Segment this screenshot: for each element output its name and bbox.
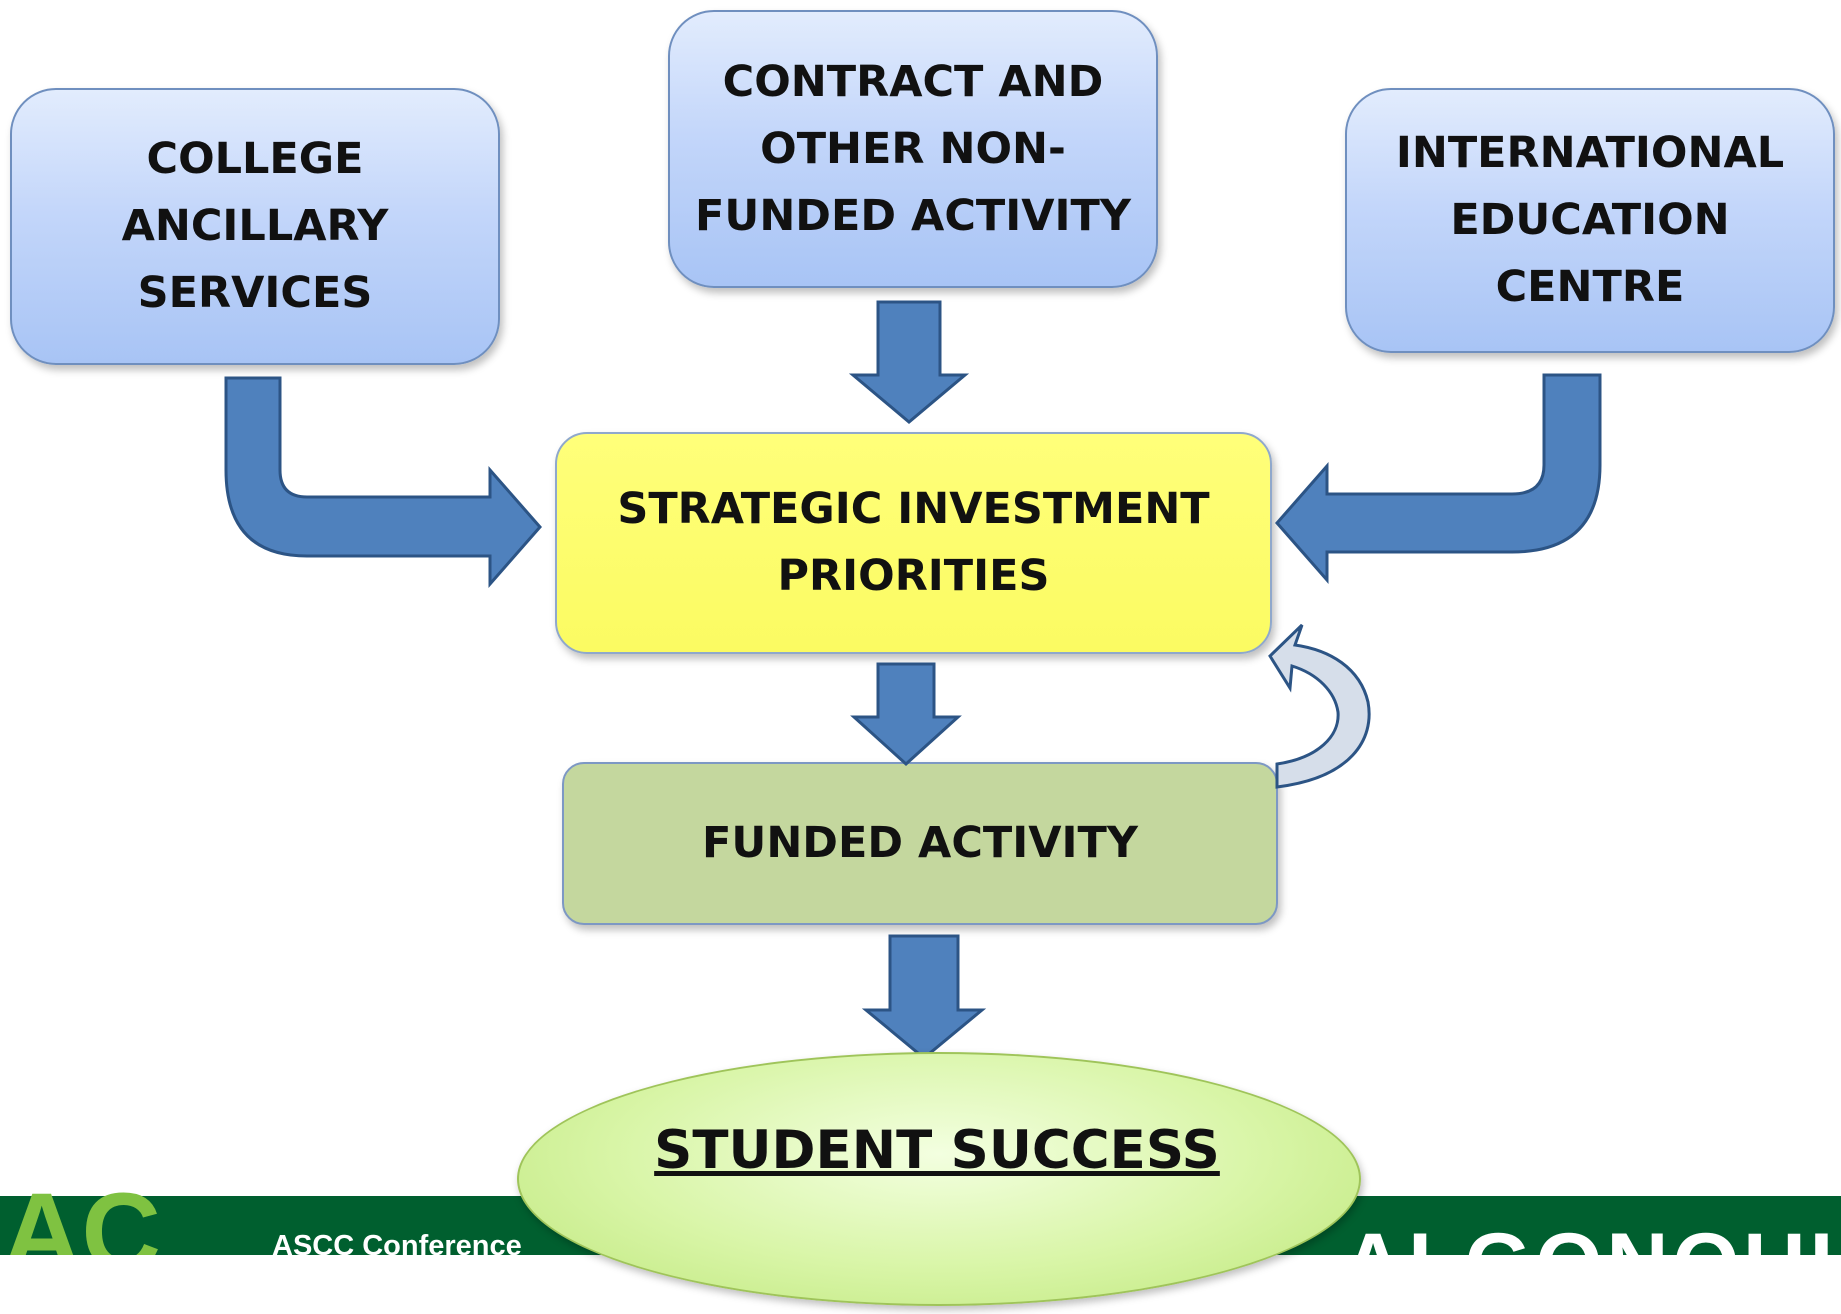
algonquin-logo: ALGONQUIN	[1342, 1216, 1841, 1312]
feedback-loop-arrow	[1268, 623, 1371, 789]
flow-arrows	[224, 300, 1602, 1060]
arrow-strategic-to-funded	[850, 662, 962, 767]
arrow-contract-to-strategic	[848, 300, 970, 424]
arrow-ancillary-to-strategic	[224, 376, 542, 588]
box-funded-activity: FUNDED ACTIVITY	[562, 762, 1278, 925]
conference-label: ASCC Conference	[272, 1230, 522, 1262]
box-label: COLLEGE ANCILLARY SERVICES	[121, 134, 389, 318]
ac-logo-text: AC	[2, 1190, 161, 1255]
box-label: STRATEGIC INVESTMENT PRIORITIES	[617, 484, 1210, 601]
student-success-label: STUDENT SUCCESS	[654, 1120, 1220, 1181]
ascc-ac-logo: AC	[2, 1190, 161, 1255]
box-strategic-investment-priorities: STRATEGIC INVESTMENT PRIORITIES	[555, 432, 1272, 654]
box-contract-non-funded-activity: CONTRACT AND OTHER NON- FUNDED ACTIVITY	[668, 10, 1158, 288]
arrow-international-to-strategic	[1275, 373, 1602, 584]
box-label: FUNDED ACTIVITY	[702, 818, 1138, 868]
box-label: INTERNATIONAL EDUCATION CENTRE	[1395, 128, 1785, 312]
arrow-funded-to-success	[861, 934, 987, 1060]
box-international-education-centre: INTERNATIONAL EDUCATION CENTRE	[1345, 88, 1835, 353]
box-label: CONTRACT AND OTHER NON- FUNDED ACTIVITY	[695, 56, 1131, 241]
box-college-ancillary-services: COLLEGE ANCILLARY SERVICES	[10, 88, 500, 365]
